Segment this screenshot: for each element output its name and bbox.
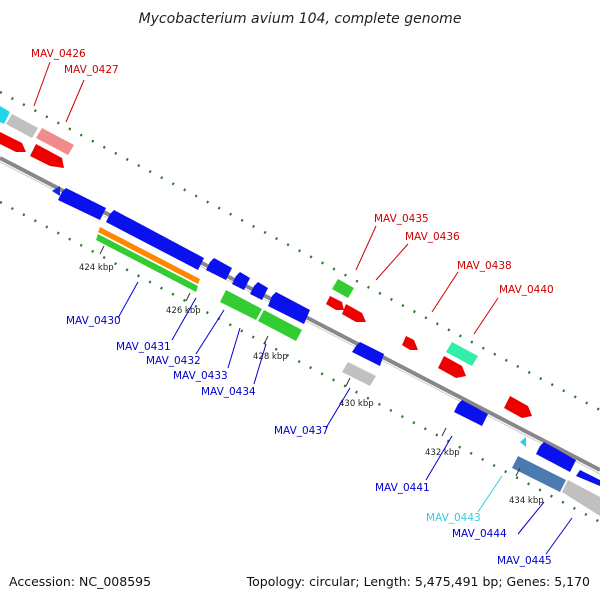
gene-block-red-0438 (402, 336, 418, 350)
gene-label-mav0426: MAV_0426 (31, 48, 86, 60)
gene-block-green-0430 (96, 234, 198, 292)
inner-dotted-track (0, 200, 600, 524)
top-gene-labels: MAV_0426 MAV_0427 MAV_0435 MAV_0436 MAV_… (31, 48, 554, 296)
gene-block-red-0436a (326, 296, 344, 310)
gene-block-blue-0445 (576, 470, 600, 486)
reverse-strand-genes (52, 186, 600, 516)
gene-label-mav0444: MAV_0444 (452, 528, 507, 540)
gene-block-blue-0434 (268, 292, 310, 324)
gene-block-red-right (504, 396, 532, 418)
gene-label-mav0433: MAV_0433 (173, 370, 228, 382)
gene-block-grey (6, 114, 38, 138)
map-title: Mycobacterium avium 104, complete genome (139, 11, 462, 27)
gene-block-cyan (0, 106, 10, 124)
gene-label-mav0441: MAV_0441 (375, 482, 430, 494)
gene-block-green-0433a (220, 290, 262, 320)
gene-block-blue-long-1 (58, 188, 106, 220)
gene-label-mav0438: MAV_0438 (457, 260, 512, 272)
scale-label-426: 426 kbp (166, 306, 201, 316)
gene-label-mav0437: MAV_0437 (274, 425, 329, 437)
gene-block-red-0440 (438, 356, 466, 378)
genome-summary: Topology: circular; Length: 5,475,491 bp… (246, 574, 590, 589)
gene-block-steel-0444 (512, 456, 566, 492)
gene-block-blue-0441 (454, 400, 488, 426)
gene-block-red-0436b (342, 304, 366, 322)
gene-block-blue-arrowhead (52, 186, 60, 196)
gene-label-mav0434: MAV_0434 (201, 386, 256, 398)
gene-block-red-2 (30, 144, 64, 168)
gene-block-blue-0432b (250, 282, 268, 300)
gene-block-blue-0431 (206, 258, 232, 280)
gene-block-blue-0444 (536, 442, 576, 472)
gene-block-green-0433b (258, 310, 302, 341)
gene-block-pink (36, 128, 74, 155)
gene-block-grey-0437 (342, 362, 376, 386)
scale-labels: 424 kbp 426 kbp 428 kbp 430 kbp 432 kbp … (79, 263, 544, 506)
gene-label-mav0443: MAV_0443 (426, 512, 481, 524)
gene-block-blue-0437 (352, 342, 384, 366)
gene-block-red-1 (0, 132, 26, 152)
gene-label-mav0440: MAV_0440 (499, 284, 554, 296)
accession-label: Accession: NC_008595 (9, 574, 151, 589)
gene-block-blue-0432a (232, 272, 250, 290)
cyan-callout-line (477, 475, 503, 513)
bottom-callout-lines (117, 281, 573, 555)
gene-label-mav0445: MAV_0445 (497, 555, 552, 567)
scale-label-434: 434 kbp (509, 496, 544, 506)
gene-label-mav0432: MAV_0432 (146, 355, 201, 367)
gene-label-mav0427: MAV_0427 (64, 64, 119, 76)
gene-block-cyan-0443 (520, 437, 526, 447)
gene-label-mav0435: MAV_0435 (374, 213, 429, 225)
scale-ticks (99, 245, 521, 477)
outer-dotted-track (0, 90, 600, 412)
gene-block-orange (98, 227, 200, 284)
scale-label-428: 428 kbp (253, 352, 288, 362)
forward-strand-genes (0, 106, 532, 418)
top-callout-lines (33, 61, 499, 335)
gene-block-grey-0445 (562, 480, 600, 516)
gene-block-blue-long-2 (106, 210, 204, 270)
bottom-gene-labels: MAV_0430 MAV_0431 MAV_0432 MAV_0433 MAV_… (66, 315, 552, 567)
gene-label-mav0436: MAV_0436 (405, 231, 460, 243)
scale-label-424: 424 kbp (79, 263, 114, 273)
scale-label-430: 430 kbp (339, 399, 374, 409)
gene-block-aqua-0440 (446, 342, 478, 366)
gene-block-green-0435 (332, 279, 354, 298)
gene-label-mav0431: MAV_0431 (116, 341, 171, 353)
gene-label-mav0430: MAV_0430 (66, 315, 121, 327)
